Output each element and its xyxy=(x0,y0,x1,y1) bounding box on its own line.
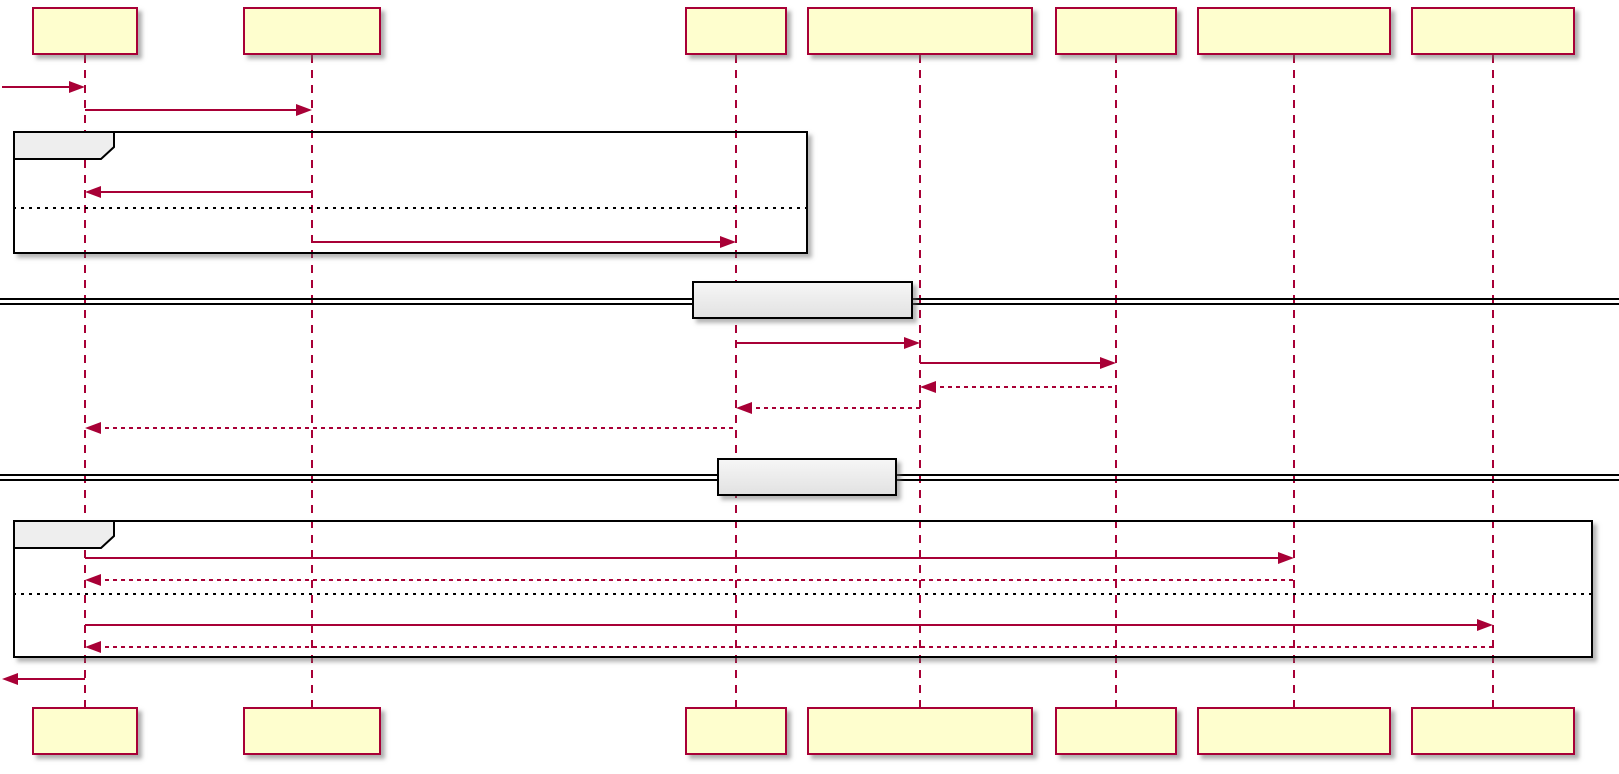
message-session-to-transport-manager-line xyxy=(736,342,908,344)
lifeline-mqtt-handler xyxy=(1492,55,1494,707)
participant-bottom-transport-manager xyxy=(807,707,1033,755)
message-boundary-left-to-channel-line xyxy=(2,86,73,88)
participant-top-mqtt-handler xyxy=(1411,7,1575,55)
lifeline-session xyxy=(735,55,737,707)
alt-else-separator xyxy=(13,207,808,209)
message-channel-to-mqtt-handler-line xyxy=(85,624,1481,626)
participant-top-check-auth xyxy=(243,7,381,55)
participant-bottom-pubsub-handler xyxy=(1197,707,1391,755)
arrowhead-icon xyxy=(1477,619,1493,631)
alt-else-separator xyxy=(13,593,1593,595)
arrowhead-icon xyxy=(720,236,736,248)
participant-bottom-channel xyxy=(32,707,138,755)
message-transport-to-transport-manager-line xyxy=(932,386,1116,388)
arrowhead-icon xyxy=(1100,357,1116,369)
alt-frame-header-pentagon xyxy=(13,520,115,549)
message-channel-to-pubsub-handler-line xyxy=(85,557,1282,559)
arrowhead-icon xyxy=(85,641,101,653)
arrowhead-icon xyxy=(85,422,101,434)
lifeline-channel xyxy=(84,55,86,707)
arrowhead-icon xyxy=(904,337,920,349)
alt-frame-2 xyxy=(13,520,1593,658)
participant-bottom-session xyxy=(685,707,787,755)
arrowhead-icon xyxy=(296,104,312,116)
message-check-auth-to-channel-line xyxy=(97,191,312,193)
lifeline-check-auth xyxy=(311,55,313,707)
participant-bottom-mqtt-handler xyxy=(1411,707,1575,755)
participant-bottom-check-auth xyxy=(243,707,381,755)
participant-top-transport xyxy=(1055,7,1177,55)
message-session-to-channel-line xyxy=(97,427,736,429)
participant-top-session xyxy=(685,7,787,55)
arrowhead-icon xyxy=(2,673,18,685)
arrowhead-icon xyxy=(1278,552,1294,564)
message-pubsub-handler-to-channel-line xyxy=(97,579,1294,581)
participant-top-pubsub-handler xyxy=(1197,7,1391,55)
message-mqtt-handler-to-channel-line xyxy=(97,646,1493,648)
lifeline-transport xyxy=(1115,55,1117,707)
arrowhead-icon xyxy=(69,81,85,93)
participant-top-channel xyxy=(32,7,138,55)
message-transport-manager-to-session-line xyxy=(748,407,920,409)
lifeline-pubsub-handler xyxy=(1293,55,1295,707)
message-channel-to-check-auth-line xyxy=(85,109,300,111)
divider-business-logic xyxy=(717,458,897,496)
divider-transmission-logic xyxy=(692,281,913,319)
arrowhead-icon xyxy=(85,186,101,198)
participant-top-transport-manager xyxy=(807,7,1033,55)
arrowhead-icon xyxy=(736,402,752,414)
message-check-auth-to-session-line xyxy=(312,241,724,243)
message-channel-to-boundary-left-line xyxy=(14,678,85,680)
alt-frame-1 xyxy=(13,131,808,254)
participant-bottom-transport xyxy=(1055,707,1177,755)
arrowhead-icon xyxy=(85,574,101,586)
message-transport-manager-to-transport-line xyxy=(920,362,1104,364)
arrowhead-icon xyxy=(920,381,936,393)
alt-frame-header-pentagon xyxy=(13,131,115,160)
